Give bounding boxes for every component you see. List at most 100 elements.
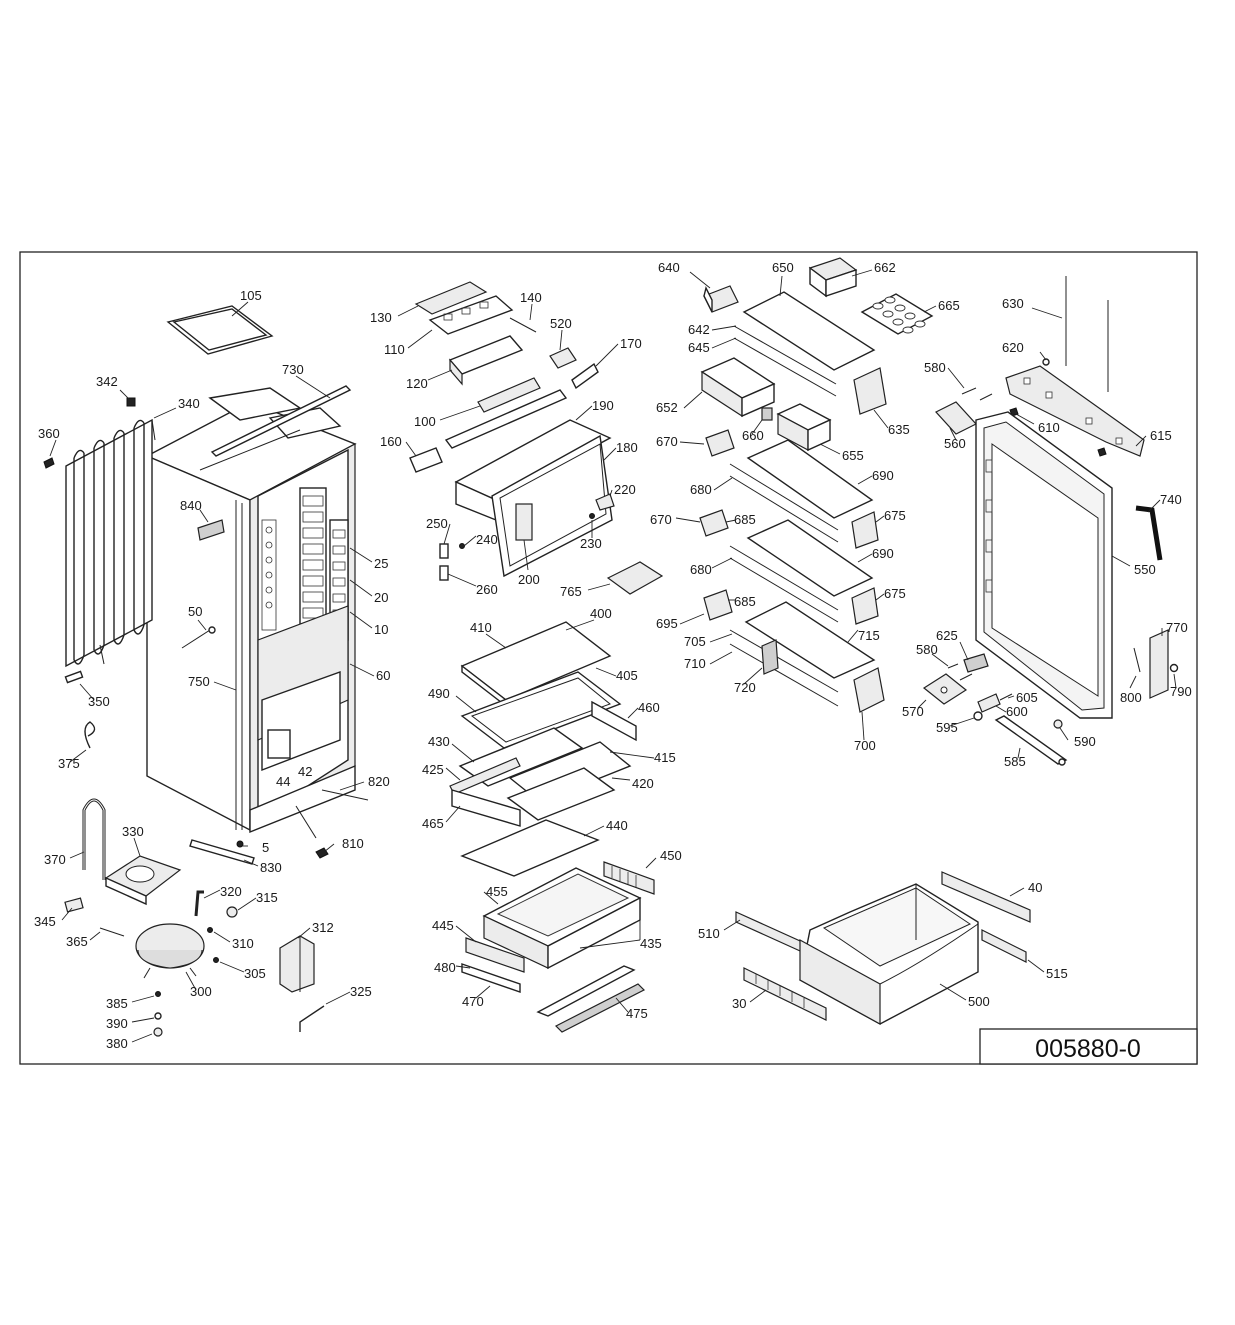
callout-690b: 690 [872,546,894,561]
callout-400: 400 [590,606,612,621]
callout-60: 60 [376,668,390,683]
callout-30: 30 [732,996,746,1011]
callout-560: 560 [944,436,966,451]
callout-700: 700 [854,738,876,753]
callout-370: 370 [44,852,66,867]
callout-652: 652 [656,400,678,415]
callout-410: 410 [470,620,492,635]
callout-342: 342 [96,374,118,389]
door-shelf-group [699,257,934,713]
callout-595: 595 [936,720,958,735]
callout-325: 325 [350,984,372,999]
callout-645: 645 [688,340,710,355]
callout-190: 190 [592,398,614,413]
callout-230: 230 [580,536,602,551]
callout-415: 415 [654,750,676,765]
reference-box: 005880-0 [979,1028,1198,1065]
callout-625: 625 [936,628,958,643]
callout-590: 590 [1074,734,1096,749]
callout-425: 425 [422,762,444,777]
callout-715: 715 [858,628,880,643]
callout-740: 740 [1160,492,1182,507]
callout-650: 650 [772,260,794,275]
callout-810: 810 [342,836,364,851]
callout-345: 345 [34,914,56,929]
callout-330: 330 [122,824,144,839]
callout-350: 350 [88,694,110,709]
shelf-drawer-group [409,281,664,1033]
callout-20: 20 [374,590,388,605]
callout-520: 520 [550,316,572,331]
callout-445: 445 [432,918,454,933]
callout-790: 790 [1170,684,1192,699]
callout-375: 375 [58,756,80,771]
callout-220: 220 [614,482,636,497]
callout-675a: 675 [884,508,906,523]
callout-600: 600 [1006,704,1028,719]
callout-50: 50 [188,604,202,619]
callout-140: 140 [520,290,542,305]
callout-360: 360 [38,426,60,441]
door-group [922,276,1179,766]
cabinet-group [43,305,369,1037]
callout-770: 770 [1166,620,1188,635]
callout-765: 765 [560,584,582,599]
callout-830: 830 [260,860,282,875]
callout-705: 705 [684,634,706,649]
callout-42: 42 [298,764,312,779]
callout-200: 200 [518,572,540,587]
callout-300: 300 [190,984,212,999]
callout-labels: 105 730 342 340 360 840 25 20 10 50 60 7… [34,260,1192,1051]
callout-160: 160 [380,434,402,449]
callout-620: 620 [1002,340,1024,355]
callout-570: 570 [902,704,924,719]
callout-455: 455 [486,884,508,899]
callout-655: 655 [842,448,864,463]
callout-465: 465 [422,816,444,831]
callout-642: 642 [688,322,710,337]
callout-10: 10 [374,622,388,637]
callout-130: 130 [370,310,392,325]
callout-670b: 670 [650,512,672,527]
callout-685a: 685 [734,512,756,527]
callout-690a: 690 [872,468,894,483]
callout-665: 665 [938,298,960,313]
callout-680b: 680 [690,562,712,577]
callout-630: 630 [1002,296,1024,311]
callout-680a: 680 [690,482,712,497]
callout-44: 44 [276,774,290,789]
callout-720: 720 [734,680,756,695]
callout-110: 110 [384,342,405,357]
callout-635: 635 [888,422,910,437]
callout-320: 320 [220,884,242,899]
callout-305: 305 [244,966,266,981]
callout-585: 585 [1004,754,1026,769]
callout-340: 340 [178,396,200,411]
leader-lines [49,269,1177,1043]
callout-800: 800 [1120,690,1142,705]
callout-510: 510 [698,926,720,941]
callout-480: 480 [434,960,456,975]
callout-440: 440 [606,818,628,833]
callout-40: 40 [1028,880,1042,895]
callout-710: 710 [684,656,706,671]
callout-105: 105 [240,288,262,303]
callout-100: 100 [414,414,436,429]
callout-580a: 580 [924,360,946,375]
callout-660: 660 [742,428,764,443]
freezer-drawer-group [735,871,1031,1026]
callout-315: 315 [256,890,278,905]
callout-170: 170 [620,336,642,351]
callout-685b: 685 [734,594,756,609]
callout-25: 25 [374,556,388,571]
callout-730: 730 [282,362,304,377]
reference-number: 005880-0 [1035,1035,1141,1063]
callout-580b: 580 [916,642,938,657]
callout-500: 500 [968,994,990,1009]
callout-695: 695 [656,616,678,631]
callout-615: 615 [1150,428,1172,443]
callout-820: 820 [368,774,390,789]
callout-470: 470 [462,994,484,1009]
callout-675b: 675 [884,586,906,601]
